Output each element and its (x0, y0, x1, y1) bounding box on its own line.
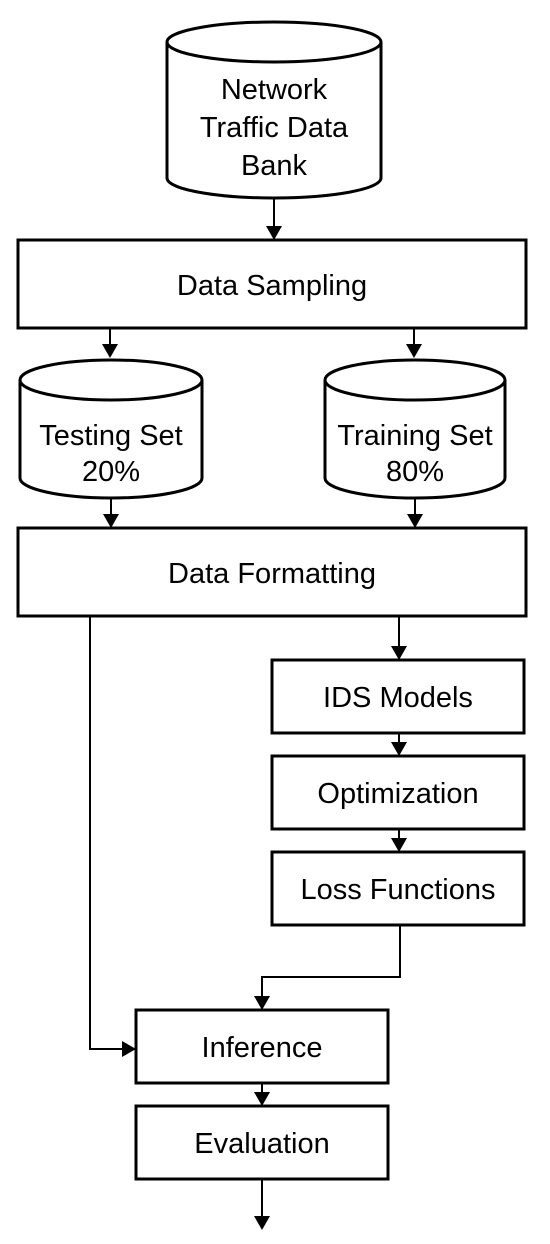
inference-label: Inference (202, 1032, 323, 1064)
edge-ids-to-optimization (391, 733, 407, 756)
training-set-line-1: Training Set (337, 420, 492, 452)
loss-functions-node: Loss Functions (270, 850, 526, 927)
edge-loss-to-inference (254, 925, 401, 1010)
arrowhead (391, 646, 407, 660)
training-set-node: Training Set 80% (323, 358, 507, 500)
edge-formatting-to-inference (89, 616, 136, 1057)
training-set-line-2: 80% (386, 456, 444, 488)
testing-set-line-2: 20% (82, 456, 140, 488)
arrowhead (407, 514, 423, 528)
arrowhead (103, 514, 119, 528)
edge-sampling-to-testing (102, 328, 118, 358)
evaluation-node: Evaluation (134, 1104, 390, 1181)
arrowhead (266, 226, 282, 240)
arrowhead (254, 1216, 270, 1230)
network-traffic-data-bank-node: Network Traffic Data Bank (165, 20, 383, 200)
data-formatting-label: Data Formatting (168, 558, 376, 590)
network-traffic-data-bank-line-2: Traffic Data (200, 112, 349, 144)
network-traffic-data-bank-line-3: Bank (241, 150, 308, 182)
arrowhead (391, 838, 407, 852)
edge-optimization-to-loss (391, 829, 407, 852)
loss-functions-label: Loss Functions (300, 874, 495, 906)
testing-set-node: Testing Set 20% (18, 358, 204, 500)
edge-sampling-to-training (406, 328, 422, 358)
optimization-label: Optimization (317, 778, 478, 810)
arrowhead (254, 996, 270, 1010)
edge-evaluation-output (254, 1179, 270, 1230)
arrowhead (122, 1041, 136, 1057)
edge-databank-to-sampling (266, 198, 282, 240)
testing-set-line-1: Testing Set (39, 420, 182, 452)
arrowhead (406, 344, 422, 358)
evaluation-label: Evaluation (194, 1128, 329, 1160)
edge-formatting-to-ids (391, 616, 407, 660)
inference-node: Inference (134, 1008, 390, 1085)
edge-inference-to-evaluation (254, 1083, 270, 1106)
data-formatting-node: Data Formatting (16, 526, 528, 618)
data-sampling-node: Data Sampling (16, 238, 528, 330)
data-sampling-label: Data Sampling (177, 270, 367, 302)
optimization-node: Optimization (270, 754, 526, 831)
edge-testing-to-formatting (103, 498, 119, 528)
ids-models-label: IDS Models (323, 682, 473, 714)
edge-training-to-formatting (407, 498, 423, 528)
arrowhead (391, 742, 407, 756)
arrowhead (254, 1092, 270, 1106)
network-traffic-data-bank-line-1: Network (221, 74, 328, 106)
arrowhead (102, 344, 118, 358)
ids-models-node: IDS Models (270, 658, 526, 735)
